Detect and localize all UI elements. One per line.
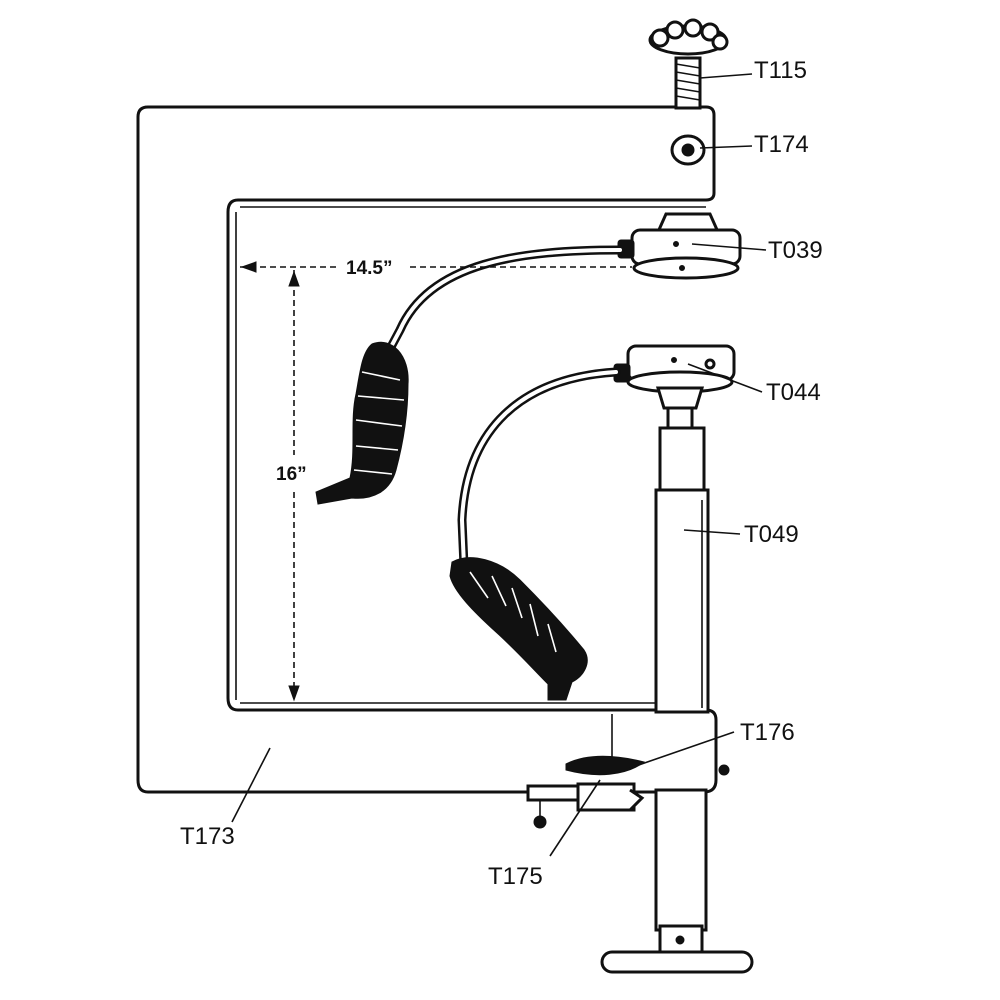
width-dimension-label: 14.5” <box>346 258 392 279</box>
clamp-assembly <box>526 714 730 829</box>
part-label-t173: T173 <box>180 823 235 850</box>
c-frame <box>136 105 718 794</box>
lower-cable-hand <box>449 367 621 701</box>
lock-knob <box>670 134 706 166</box>
upper-cable-hand <box>315 245 625 505</box>
lower-head <box>613 344 736 430</box>
part-label-t176: T176 <box>740 719 795 746</box>
top-screw-handle <box>648 18 729 110</box>
upper-head <box>617 212 742 280</box>
part-label-t115: T115 <box>754 57 807 84</box>
leader-lines <box>231 73 767 857</box>
support-post <box>600 426 754 974</box>
part-label-t049: T049 <box>744 521 799 548</box>
part-label-t039: T039 <box>768 237 823 264</box>
part-label-t044: T044 <box>766 379 821 406</box>
height-dimension-label: 16” <box>276 464 307 485</box>
part-label-t174: T174 <box>754 131 809 158</box>
dimension-lines <box>240 261 632 702</box>
part-label-t175: T175 <box>488 863 543 890</box>
